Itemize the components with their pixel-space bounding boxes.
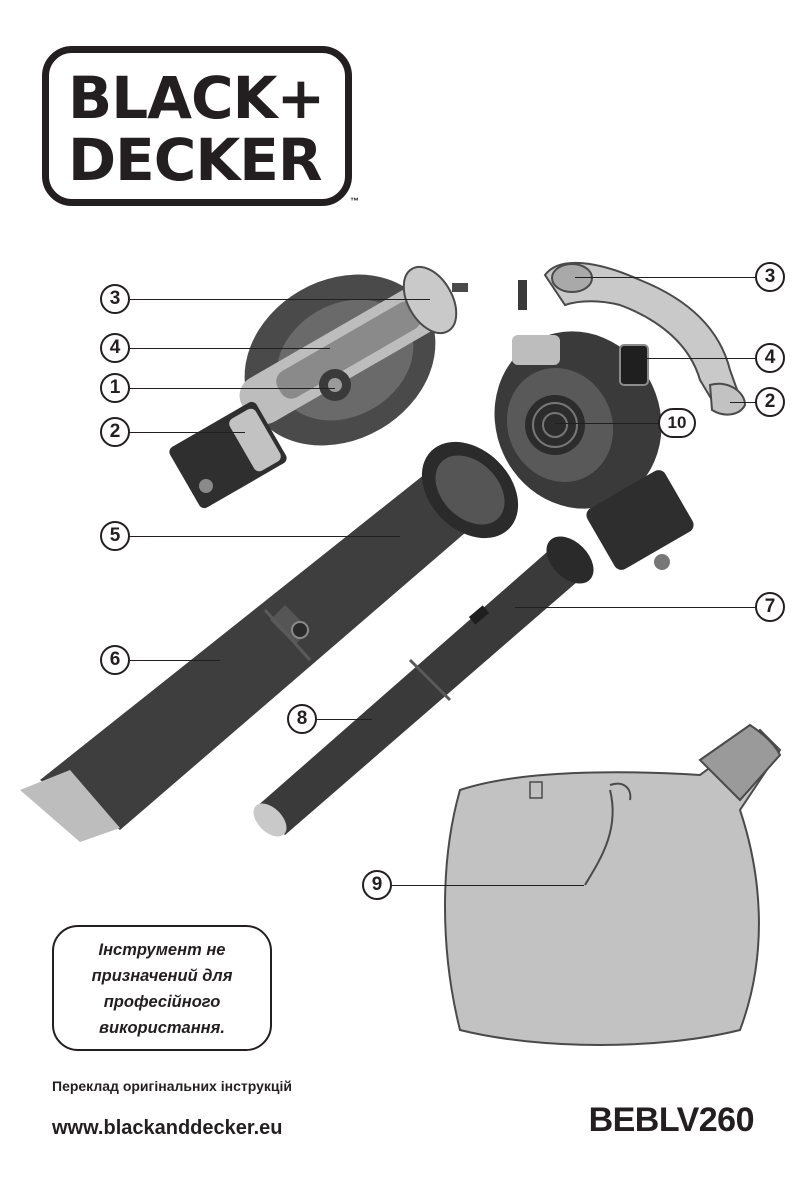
brand-logo: BLACK+ DECKER (42, 46, 352, 206)
leader-6 (130, 660, 220, 661)
callout-right-10: 10 (658, 408, 696, 438)
blower-tube-small (253, 536, 594, 837)
callout-right-2: 2 (755, 387, 785, 417)
professional-use-note: Інструмент не призначений для професійно… (52, 925, 272, 1051)
leader-9 (392, 885, 584, 886)
callout-5: 5 (100, 521, 130, 551)
callout-right-4: 4 (755, 343, 785, 373)
callout-left-1: 1 (100, 373, 130, 403)
leader-5 (130, 536, 400, 537)
leader-left-2 (130, 432, 245, 433)
leader-left-4 (130, 348, 330, 349)
callout-left-4: 4 (100, 333, 130, 363)
note-line-1: Інструмент не (98, 941, 226, 959)
motor-unit-left (169, 265, 468, 509)
collection-bag (444, 723, 782, 1046)
note-line-4: використання. (99, 1019, 225, 1037)
model-number: BEBLV260 (588, 1101, 755, 1139)
callout-8: 8 (287, 704, 317, 734)
note-line-3: професійного (103, 993, 221, 1011)
motor-unit-right (494, 261, 747, 570)
callout-7: 7 (755, 592, 785, 622)
leader-right-4 (640, 358, 755, 359)
trademark-symbol: ™ (350, 196, 359, 206)
note-line-2: призначений для (91, 967, 233, 985)
callout-right-3: 3 (755, 262, 785, 292)
leader-7 (515, 607, 755, 608)
leader-right-3 (575, 277, 755, 278)
leader-8 (317, 719, 372, 720)
logo-frame (42, 46, 352, 206)
leader-left-3 (130, 299, 430, 300)
callout-6: 6 (100, 645, 130, 675)
leader-left-1 (130, 388, 335, 389)
leader-right-2 (730, 402, 755, 403)
callout-left-2: 2 (100, 417, 130, 447)
website-link[interactable]: www.blackanddecker.eu (52, 1117, 283, 1139)
leader-right-10 (555, 423, 660, 424)
logo-line-1: BLACK+ (68, 64, 325, 132)
logo-line-2: DECKER (68, 126, 323, 194)
translation-note: Переклад оригінальних інструкцій (52, 1078, 292, 1094)
callout-left-3: 3 (100, 284, 130, 314)
blower-tube-large (20, 441, 519, 842)
callout-9: 9 (362, 870, 392, 900)
